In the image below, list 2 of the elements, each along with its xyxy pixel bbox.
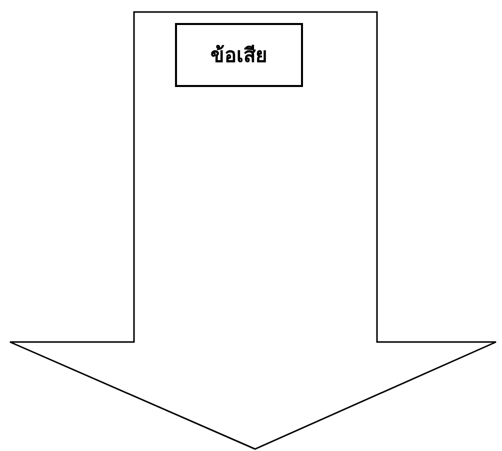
heading-label: ข้อเสีย bbox=[175, 23, 303, 87]
block-arrow bbox=[8, 10, 498, 451]
